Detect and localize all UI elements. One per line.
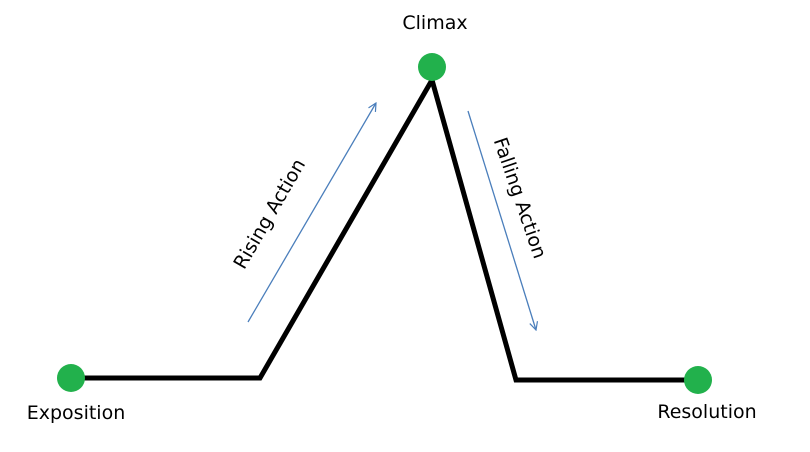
plot-line	[72, 73, 698, 383]
exposition-label: Exposition	[27, 402, 126, 424]
rising-action-label: Rising Action	[229, 155, 310, 273]
resolution-label: Resolution	[657, 401, 756, 423]
climax-dot	[418, 53, 446, 81]
climax-label: Climax	[402, 12, 467, 34]
falling-action-label: Falling Action	[489, 135, 551, 262]
rising-action-arrow	[247, 103, 376, 323]
resolution-dot	[684, 366, 712, 394]
falling-action-arrow	[467, 110, 536, 330]
exposition-dot	[57, 364, 85, 392]
